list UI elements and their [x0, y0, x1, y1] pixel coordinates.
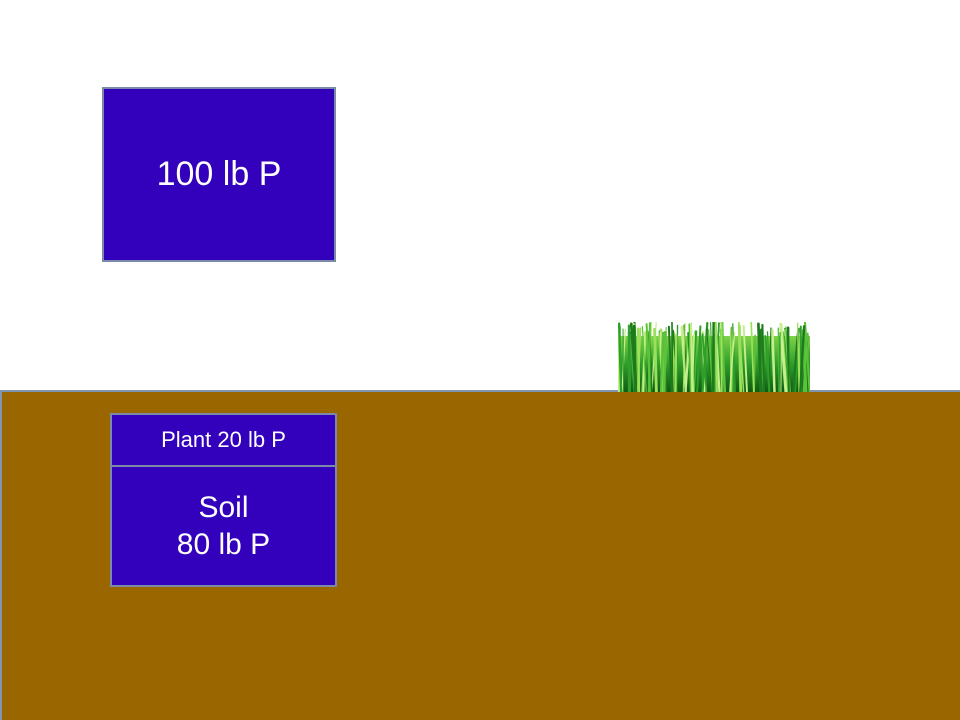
grass-blade — [618, 322, 623, 392]
grass-blade — [641, 326, 647, 392]
input-phosphorus-box: 100 lb P — [102, 87, 336, 262]
grass-icon — [618, 322, 810, 392]
grass-blade — [794, 327, 800, 392]
grass-blade — [786, 330, 790, 392]
grass-blade — [636, 327, 642, 392]
grass-blade — [796, 322, 800, 392]
grass-blade — [688, 323, 692, 392]
grass-blade — [653, 327, 658, 392]
soil-phosphorus-box: Soil 80 lb P — [110, 465, 337, 587]
grass-blade — [799, 325, 806, 392]
grass-blade — [750, 322, 755, 392]
grass-blade — [777, 331, 781, 392]
grass-blade — [738, 322, 745, 392]
grass-blade — [629, 322, 638, 392]
grass-blade — [732, 323, 736, 392]
grass-blade — [674, 334, 678, 392]
grass-blade — [771, 328, 776, 392]
grass-blade — [667, 325, 673, 392]
grass-blade — [780, 332, 783, 392]
grass-blade — [764, 334, 771, 392]
plant-phosphorus-label: Plant 20 lb P — [161, 427, 286, 452]
grass-blade — [729, 332, 736, 392]
soil-phosphorus-amount: 80 lb P — [176, 528, 271, 561]
grass-blade — [779, 322, 788, 392]
grass-blade — [662, 330, 667, 392]
grass-blade — [696, 325, 702, 392]
soil-label: Soil — [198, 490, 249, 524]
plant-phosphorus-box: Plant 20 lb P — [110, 413, 337, 467]
grass-blade — [711, 322, 715, 392]
grass-blade — [742, 324, 748, 392]
grass-blade — [659, 331, 665, 392]
grass-blade — [761, 323, 766, 392]
grass-blade — [701, 333, 708, 392]
input-phosphorus-label: 100 lb P — [156, 155, 282, 193]
grass-blade — [622, 328, 625, 392]
grass-blade — [671, 322, 674, 392]
grass-blade — [682, 322, 686, 392]
grass-blade — [803, 322, 810, 392]
grass-blade — [714, 322, 718, 392]
grass-blade — [689, 324, 694, 392]
grass-blade — [706, 327, 713, 392]
grass-blade — [648, 322, 651, 392]
